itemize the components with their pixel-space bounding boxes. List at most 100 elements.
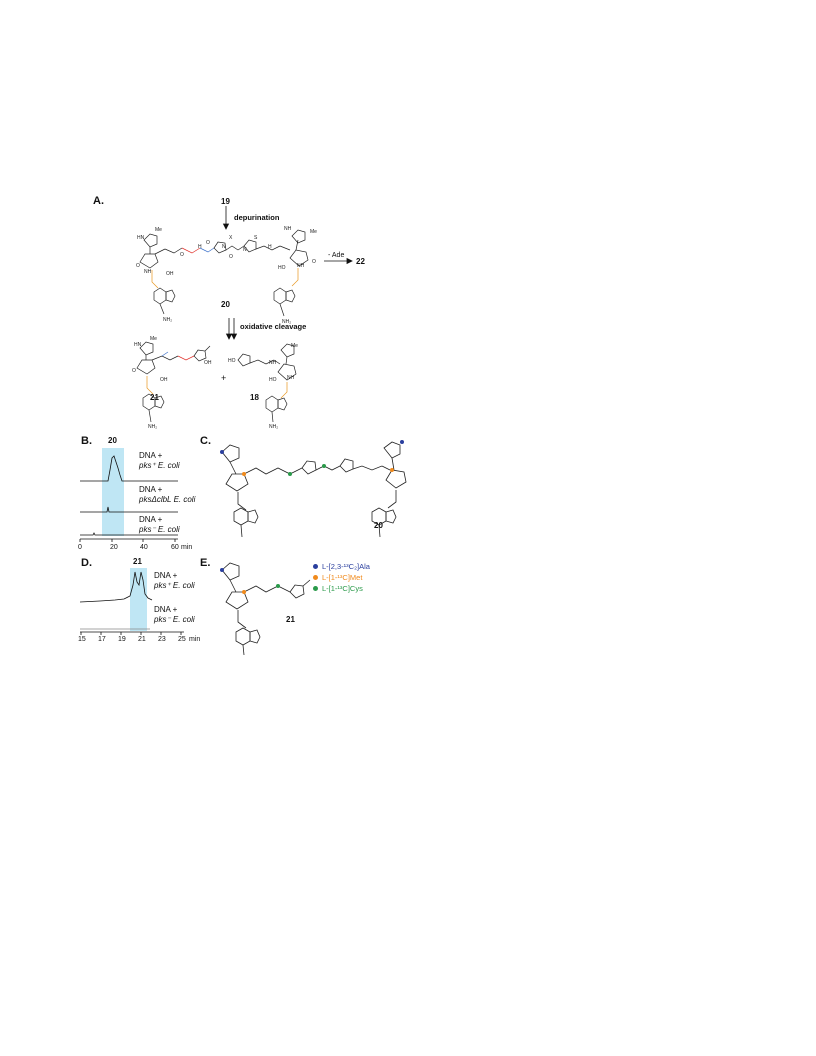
panel-b-peak-label: 20 <box>108 436 117 445</box>
arrowhead <box>222 223 230 230</box>
compound-20-label: 20 <box>221 300 230 309</box>
arrowhead <box>225 333 233 340</box>
atom-label: Me <box>291 343 298 349</box>
trace-d1-line1: DNA + <box>154 571 178 580</box>
arrowhead <box>230 333 238 340</box>
trace-d2-line1: DNA + <box>154 605 178 614</box>
atom-label: Me <box>310 229 317 235</box>
atom-label: H <box>268 244 272 250</box>
atom-label: HO <box>228 358 236 364</box>
legend-item-cys: L-[1-¹³C]Cys <box>313 584 363 593</box>
trace-b1 <box>80 455 178 482</box>
d-highlight-region <box>130 568 147 631</box>
d-axis-unit: min <box>189 636 201 643</box>
d-tick-21: 21 <box>138 636 146 643</box>
legend-label-cys: L-[1-¹³C]Cys <box>322 584 363 593</box>
trace-d1 <box>79 571 153 603</box>
atom-label: NH <box>144 269 152 275</box>
trace-b3-line2: pks⁻ E. coli <box>139 525 180 534</box>
panel-e-label: E. <box>200 557 211 569</box>
atom-label: HO <box>269 377 277 383</box>
d-tick-25: 25 <box>178 636 186 643</box>
b-tick-40: 40 <box>140 544 148 551</box>
compound-19-label: 19 <box>221 197 230 206</box>
atom-label: Me <box>155 227 162 233</box>
atom-label: NH <box>284 226 292 232</box>
atom-label: N <box>222 244 226 250</box>
atom-label: X <box>229 235 233 241</box>
legend-item-ala: L-[2,3-¹³C₂]Ala <box>313 562 370 571</box>
atom-label: NH <box>297 263 305 269</box>
trace-b2-line1: DNA + <box>139 485 163 494</box>
b-tick-60: 60 <box>171 544 179 551</box>
structure-20 <box>139 229 309 317</box>
trace-b2-line2: pksΔclbL E. coli <box>139 495 196 504</box>
atom-label: H <box>198 244 202 250</box>
atom-label: NH <box>269 360 277 366</box>
atom-label: OH <box>166 271 174 277</box>
ala-color-dot <box>313 564 318 569</box>
b-tick-0: 0 <box>78 544 82 551</box>
oxidative-cleavage-label: oxidative cleavage <box>240 322 307 331</box>
thiazole-ring <box>213 241 227 254</box>
panel-d-label: D. <box>81 557 92 569</box>
b-tick-20: 20 <box>110 544 118 551</box>
depurination-label: depurination <box>234 213 280 222</box>
trace-b3-line1: DNA + <box>139 515 163 524</box>
b-axis-unit: min <box>181 544 193 551</box>
legend-label-ala: L-[2,3-¹³C₂]Ala <box>322 562 370 571</box>
atom-label: O <box>206 240 210 246</box>
atom-label: S <box>254 235 258 241</box>
arrowhead <box>346 257 353 265</box>
c-label-dots <box>220 440 404 476</box>
thiazole-ring <box>243 239 257 253</box>
atom-label: O <box>132 368 136 374</box>
structure-18 <box>237 343 297 423</box>
cys-dot <box>288 472 292 476</box>
met-dot <box>242 590 246 594</box>
d-tick-19: 19 <box>118 636 126 643</box>
atom-label: Me <box>150 336 157 342</box>
panel-c-label: C. <box>200 435 211 447</box>
atom-label: HN <box>134 342 142 348</box>
atom-label: NH₂ <box>148 424 158 430</box>
atom-label: O <box>312 259 316 265</box>
met-color-dot <box>313 575 318 580</box>
cys-dot <box>276 584 280 588</box>
trace-d2-line2: pks⁻ E. coli <box>154 615 195 624</box>
legend-label-met: L-[1-¹³C]Met <box>322 573 363 582</box>
ala-dot <box>400 440 404 444</box>
atom-label: NH₂ <box>163 317 173 323</box>
plus-sign: + <box>221 373 227 383</box>
lactam-ring <box>139 253 159 269</box>
pyrrolidine-ring <box>143 233 158 248</box>
trace-b1-line2: pks⁺ E. coli <box>139 461 180 470</box>
trace-d1-line2: pks⁺ E. coli <box>154 581 195 590</box>
panel-a-label: A. <box>93 195 104 207</box>
compound-22-label: 22 <box>356 257 365 266</box>
cys-color-dot <box>313 586 318 591</box>
ala-dot <box>220 568 224 572</box>
legend-item-met: L-[1-¹³C]Met <box>313 573 362 582</box>
atom-label: NH₂ <box>282 319 292 325</box>
atom-label: OH <box>160 377 168 383</box>
trace-b1-line1: DNA + <box>139 451 163 460</box>
atom-label: NH₂ <box>269 424 279 430</box>
reaction-arrows <box>222 206 353 340</box>
panel-e-compound-label: 21 <box>286 615 295 624</box>
met-dot <box>390 468 394 472</box>
atom-label: O <box>180 252 184 258</box>
atom-label: HN <box>137 235 145 241</box>
panel-b-label: B. <box>81 435 92 447</box>
d-tick-17: 17 <box>98 636 106 643</box>
d-tick-15: 15 <box>78 636 86 643</box>
trace-b3 <box>80 532 178 536</box>
panel-c-compound-label: 20 <box>374 521 383 530</box>
met-dot <box>242 472 246 476</box>
lactam-ring <box>289 249 309 267</box>
